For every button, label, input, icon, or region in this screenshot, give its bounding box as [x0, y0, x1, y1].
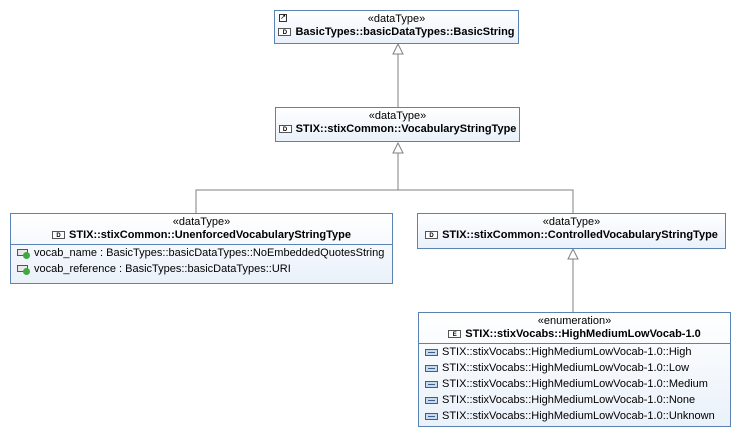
class-name-text: STIX::stixCommon::UnenforcedVocabularySt… — [69, 229, 351, 241]
datatype-icon: D — [425, 231, 439, 240]
class-name-text: STIX::stixVocabs::HighMediumLowVocab-1.0 — [465, 328, 701, 340]
attribute-text: vocab_name : BasicTypes::basicDataTypes:… — [34, 247, 385, 259]
datatype-icon: D — [52, 231, 66, 240]
class-name-text: BasicTypes::basicDataTypes::BasicString — [295, 26, 515, 38]
stereotype-label: «enumeration» — [537, 315, 612, 327]
literal-text: STIX::stixVocabs::HighMediumLowVocab-1.0… — [442, 378, 708, 390]
enum-literal-row[interactable]: STIX::stixVocabs::HighMediumLowVocab-1.0… — [419, 408, 730, 424]
stereotype-label: «dataType» — [368, 110, 427, 122]
enum-literal-row[interactable]: STIX::stixVocabs::HighMediumLowVocab-1.0… — [419, 344, 730, 360]
attribute-text: vocab_reference : BasicTypes::basicDataT… — [34, 263, 291, 275]
datatype-icon: D — [278, 28, 292, 37]
attribute-row[interactable]: vocab_reference : BasicTypes::basicDataT… — [11, 261, 392, 277]
stereotype-label: «dataType» — [542, 216, 601, 228]
literal-text: STIX::stixVocabs::HighMediumLowVocab-1.0… — [442, 362, 690, 374]
attribute-row[interactable]: vocab_name : BasicTypes::basicDataTypes:… — [11, 245, 392, 261]
enum-literal-icon — [425, 380, 438, 388]
literal-compartment: STIX::stixVocabs::HighMediumLowVocab-1.0… — [419, 343, 730, 424]
enum-literal-icon — [425, 364, 438, 372]
enum-literal-row[interactable]: STIX::stixVocabs::HighMediumLowVocab-1.0… — [419, 360, 730, 376]
literal-text: STIX::stixVocabs::HighMediumLowVocab-1.0… — [442, 346, 692, 358]
generalization-arrowhead — [392, 141, 404, 154]
datatype-icon: D — [278, 125, 292, 134]
stereotype-label: «dataType» — [367, 13, 426, 25]
attribute-icon — [17, 248, 30, 260]
generalization-line — [398, 189, 574, 213]
generalization-line — [195, 153, 399, 213]
enum-literal-icon — [425, 412, 438, 420]
class-name-text: STIX::stixCommon::VocabularyStringType — [295, 123, 517, 135]
literal-text: STIX::stixVocabs::HighMediumLowVocab-1.0… — [442, 394, 696, 406]
generalization-arrowhead — [392, 42, 404, 55]
shortcut-arrow-icon: ↗ — [279, 14, 287, 22]
enum-literal-icon — [425, 396, 438, 404]
enum-literal-icon — [425, 348, 438, 356]
enumeration-icon: E — [448, 330, 462, 339]
generalization-arrowhead — [567, 247, 579, 260]
stereotype-label: «dataType» — [172, 216, 231, 228]
class-name-text: STIX::stixCommon::ControlledVocabularySt… — [442, 229, 718, 241]
enum-literal-row[interactable]: STIX::stixVocabs::HighMediumLowVocab-1.0… — [419, 376, 730, 392]
enum-literal-row[interactable]: STIX::stixVocabs::HighMediumLowVocab-1.0… — [419, 392, 730, 408]
attribute-icon — [17, 264, 30, 276]
attribute-compartment: vocab_name : BasicTypes::basicDataTypes:… — [11, 244, 392, 277]
literal-text: STIX::stixVocabs::HighMediumLowVocab-1.0… — [442, 410, 715, 422]
